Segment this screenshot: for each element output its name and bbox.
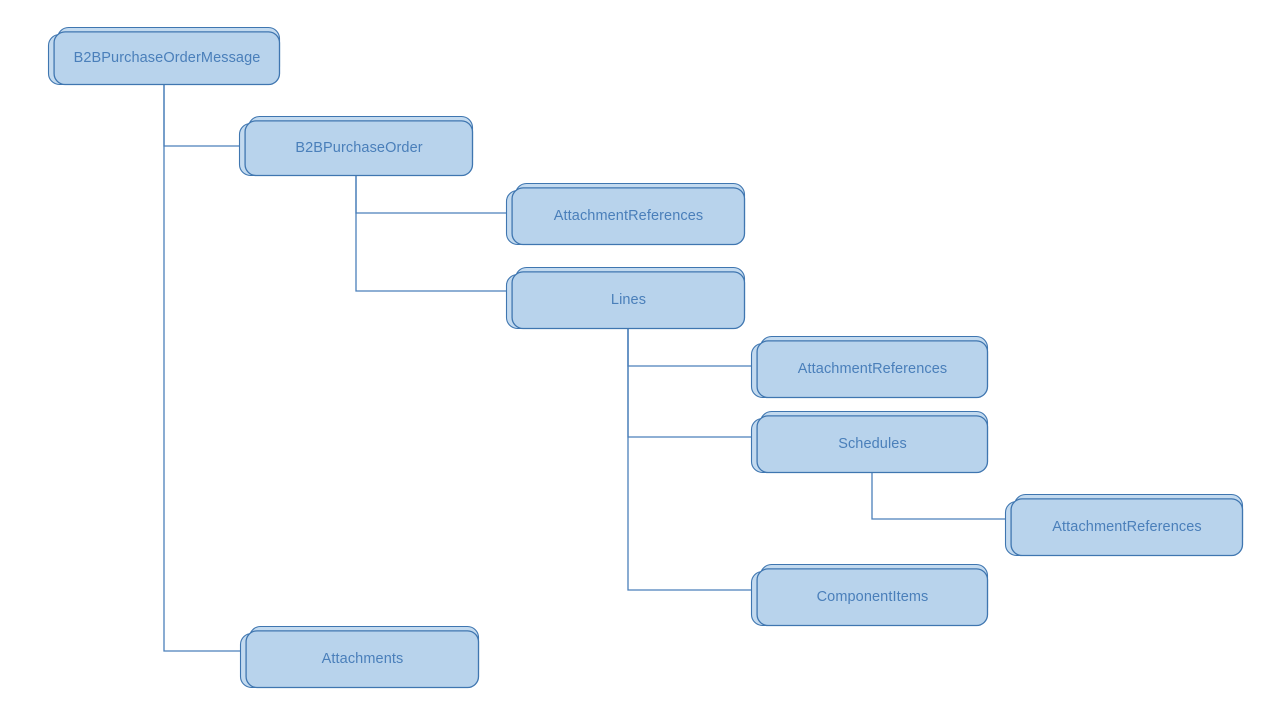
node-front-card	[756, 415, 989, 474]
node-front-card	[756, 568, 989, 627]
connector-schedules-to-sched-attref	[871, 472, 1006, 520]
node-label-root: B2BPurchaseOrderMessage	[73, 50, 261, 66]
node-shape-root	[47, 26, 281, 86]
node-shape-po	[238, 115, 474, 177]
node-sched-attref[interactable]: AttachmentReferences	[1004, 493, 1244, 557]
node-label-schedules: Schedules	[838, 436, 907, 452]
node-label-componentitems: ComponentItems	[816, 589, 929, 605]
connector-po-to-po-attref	[355, 175, 507, 214]
connector-root-to-po	[163, 84, 240, 147]
node-label-po: B2BPurchaseOrder	[295, 140, 423, 156]
node-componentitems[interactable]: ComponentItems	[750, 563, 989, 627]
node-front-card	[756, 340, 989, 399]
node-po[interactable]: B2BPurchaseOrder	[238, 115, 474, 177]
node-front-card	[511, 187, 746, 246]
node-label-sched-attref: AttachmentReferences	[1052, 519, 1202, 535]
node-shape-lines-attref	[750, 335, 989, 399]
connector-root-to-attachments	[163, 84, 241, 652]
node-front-card	[53, 31, 281, 86]
node-lines[interactable]: Lines	[505, 266, 746, 330]
node-po-attref[interactable]: AttachmentReferences	[505, 182, 746, 246]
node-lines-attref[interactable]: AttachmentReferences	[750, 335, 989, 399]
connector-lines-to-lines-attref	[627, 328, 752, 367]
connector-lines-to-componentitems	[627, 328, 752, 591]
node-shape-po-attref	[505, 182, 746, 246]
node-shape-componentitems	[750, 563, 989, 627]
node-shape-attachments	[239, 625, 480, 689]
node-shape-sched-attref	[1004, 493, 1244, 557]
node-front-card	[245, 630, 480, 689]
connector-lines-to-schedules	[627, 328, 752, 438]
node-front-card	[511, 271, 746, 330]
node-front-card	[1010, 498, 1244, 557]
connector-po-to-lines	[355, 175, 507, 292]
node-label-lines: Lines	[610, 292, 647, 308]
node-front-card	[244, 120, 474, 177]
node-label-lines-attref: AttachmentReferences	[797, 361, 948, 377]
node-label-attachments: Attachments	[321, 651, 404, 667]
node-label-po-attref: AttachmentReferences	[553, 208, 704, 224]
node-shape-schedules	[750, 410, 989, 474]
node-schedules[interactable]: Schedules	[750, 410, 989, 474]
node-attachments[interactable]: Attachments	[239, 625, 480, 689]
node-root[interactable]: B2BPurchaseOrderMessage	[47, 26, 281, 86]
node-shape-lines	[505, 266, 746, 330]
